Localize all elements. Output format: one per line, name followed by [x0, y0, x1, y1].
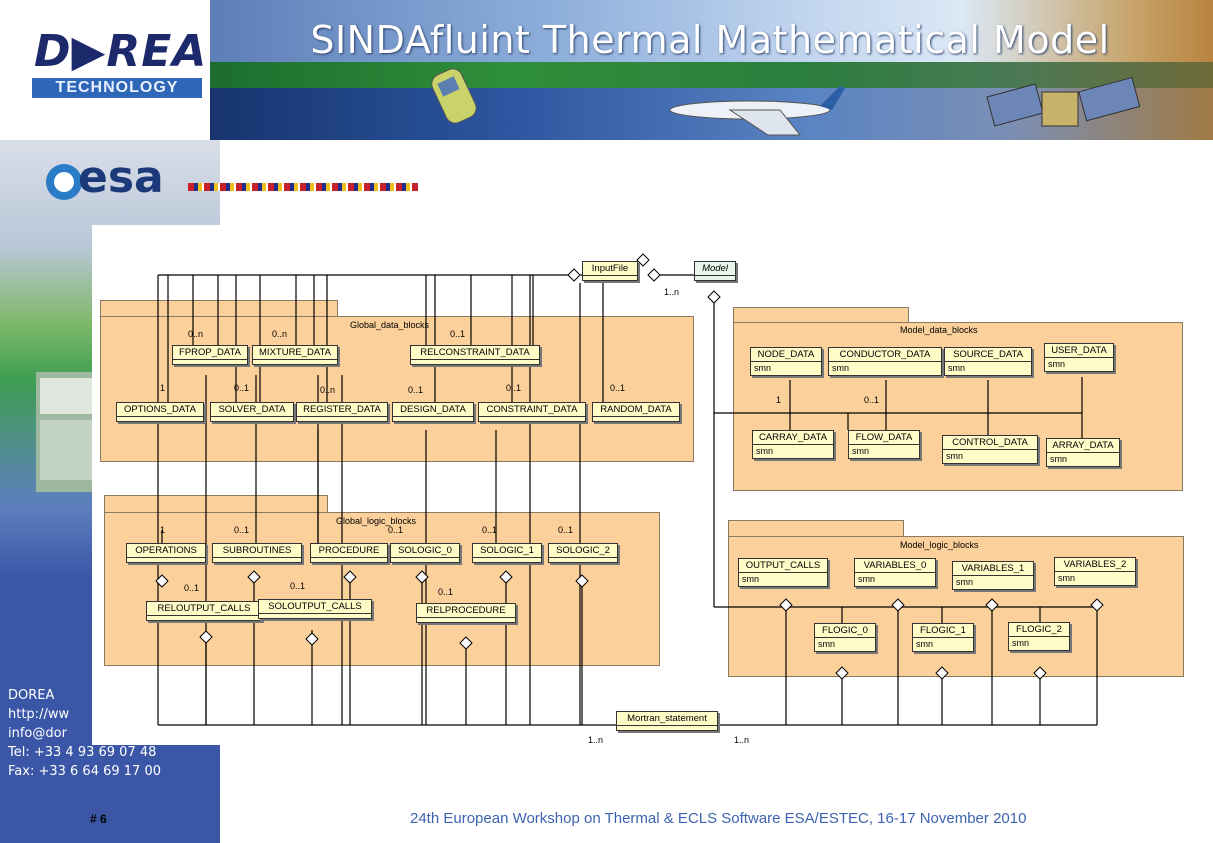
class-user-data: USER_DATA smn	[1044, 343, 1114, 372]
class-control-data: CONTROL_DATA smn	[942, 435, 1038, 464]
footer-text: 24th European Workshop on Thermal & ECLS…	[410, 810, 1026, 827]
mult-design: 0..1	[408, 385, 423, 395]
mult-subroutines: 0..1	[234, 525, 249, 535]
class-variables-0: VARIABLES_0 smn	[854, 558, 936, 587]
slide-number: # 6	[90, 812, 107, 826]
mult-operations: 1	[160, 525, 165, 535]
mult-solver: 0..1	[234, 383, 249, 393]
class-flogic-0: FLOGIC_0 smn	[814, 623, 876, 652]
class-register-data: REGISTER_DATA	[296, 402, 388, 422]
class-node-data: NODE_DATA smn	[750, 347, 822, 376]
mult-soloutput: 0..1	[290, 581, 305, 591]
class-carray-data: CARRAY_DATA smn	[752, 430, 834, 459]
mult-relprocedure: 0..1	[438, 587, 453, 597]
mult-fprop: 0..n	[188, 329, 203, 339]
mult-constraint: 0..1	[506, 383, 521, 393]
class-relprocedure: RELPROCEDURE	[416, 603, 516, 623]
esa-logo: esa	[78, 152, 164, 203]
screenshot-thumbnail	[36, 372, 96, 492]
mult-options: 1	[160, 383, 165, 393]
mult-mortran-left: 1..n	[588, 735, 603, 745]
class-sologic-2: SOLOGIC_2	[548, 543, 618, 563]
class-reloutput-calls: RELOUTPUT_CALLS	[146, 601, 262, 621]
class-soloutput-calls: SOLOUTPUT_CALLS	[258, 599, 372, 619]
class-solver-data: SOLVER_DATA	[210, 402, 294, 422]
mult-register: 0..n	[320, 385, 335, 395]
class-variables-1: VARIABLES_1 smn	[952, 561, 1034, 590]
dorea-logo: D▶REA	[34, 26, 207, 77]
aircraft-icon	[650, 80, 850, 140]
mult-sologic-0: 0..1	[388, 525, 403, 535]
class-procedure: PROCEDURE	[310, 543, 388, 563]
class-flogic-1: FLOGIC_1 smn	[912, 623, 974, 652]
mult-carray: 1	[776, 395, 781, 405]
class-constraint-data: CONSTRAINT_DATA	[478, 402, 586, 422]
contact-fax: Fax: +33 6 64 69 17 00	[8, 762, 161, 781]
contact-tel: Tel: +33 4 93 69 07 48	[8, 743, 161, 762]
class-flogic-2: FLOGIC_2 smn	[1008, 622, 1070, 651]
class-model: Model	[694, 261, 736, 281]
satellite-icon	[980, 70, 1150, 140]
phone-icon	[420, 66, 490, 126]
class-relconstraint-data: RELCONSTRAINT_DATA	[410, 345, 540, 365]
mult-flow: 0..1	[864, 395, 879, 405]
class-source-data: SOURCE_DATA smn	[944, 347, 1032, 376]
class-array-data: ARRAY_DATA smn	[1046, 438, 1120, 467]
class-sologic-0: SOLOGIC_0	[390, 543, 460, 563]
class-inputfile: InputFile	[582, 261, 638, 281]
class-flow-data: FLOW_DATA smn	[848, 430, 920, 459]
class-options-data: OPTIONS_DATA	[116, 402, 204, 422]
class-sologic-1: SOLOGIC_1	[472, 543, 542, 563]
class-operations: OPERATIONS	[126, 543, 206, 563]
slide-title: SINDAfluint Thermal Mathematical Model	[210, 18, 1210, 62]
class-random-data: RANDOM_DATA	[592, 402, 680, 422]
class-output-calls: OUTPUT_CALLS smn	[738, 558, 828, 587]
member-state-flags	[188, 183, 418, 191]
mult-mortran-right: 1..n	[734, 735, 749, 745]
mult-reloutput: 0..1	[184, 583, 199, 593]
class-mixture-data: MIXTURE_DATA	[252, 345, 338, 365]
class-conductor-data: CONDUCTOR_DATA smn	[828, 347, 942, 376]
mult-random: 0..1	[610, 383, 625, 393]
class-mortran-statement: Mortran_statement	[616, 711, 718, 731]
mult-sologic-2: 0..1	[558, 525, 573, 535]
connector-lines	[92, 225, 1192, 745]
class-subroutines: SUBROUTINES	[212, 543, 302, 563]
class-design-data: DESIGN_DATA	[392, 402, 474, 422]
dorea-logo-subtitle: TECHNOLOGY	[32, 78, 202, 98]
class-variables-2: VARIABLES_2 smn	[1054, 557, 1136, 586]
mult-sologic-1: 0..1	[482, 525, 497, 535]
uml-diagram: Global_data_blocks Global_logic_blocks M…	[92, 225, 1192, 745]
mult-mixture: 0..n	[272, 329, 287, 339]
mult-relconstraint: 0..1	[450, 329, 465, 339]
class-fprop-data: FPROP_DATA	[172, 345, 248, 365]
mult-inputfile-model: 1..n	[664, 287, 679, 297]
